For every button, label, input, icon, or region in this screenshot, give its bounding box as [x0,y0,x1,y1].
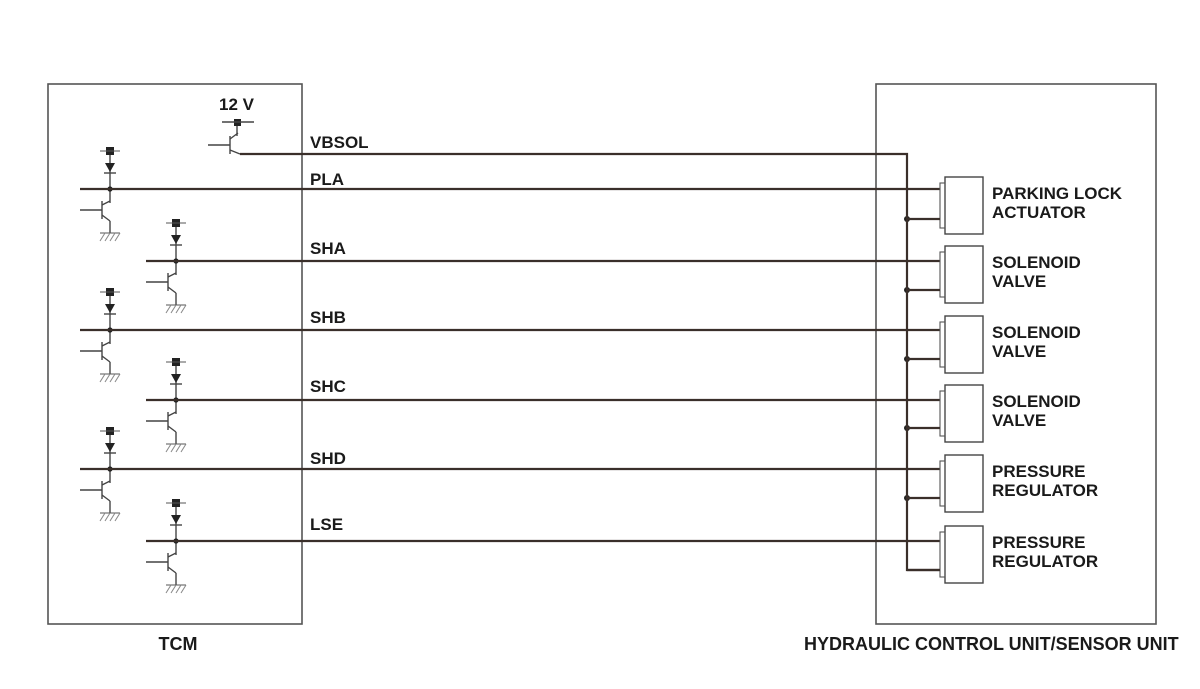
signal-label: SHA [310,239,346,258]
device-box [944,384,984,443]
signal-label: SHC [310,377,346,396]
diode-icon [105,163,115,172]
device-box [944,176,984,235]
diode-icon [171,515,181,524]
driver-transistor [80,288,121,383]
hcu-box [875,83,1157,625]
device-label-line1: PRESSURE [992,462,1086,481]
signal-label: SHD [310,449,346,468]
device-label-line2: VALVE [992,411,1046,430]
diode-icon [105,304,115,313]
device-label-line1: PRESSURE [992,533,1086,552]
vbsol-wire [240,152,940,572]
signal-label: LSE [310,515,343,534]
tcm-label: TCM [159,634,198,654]
driver-transistor [146,219,187,314]
device-label-line2: REGULATOR [992,552,1098,571]
device-label-line2: ACTUATOR [992,203,1086,222]
vbsol-label: VBSOL [310,133,369,152]
device-connector [939,460,946,507]
device-label-line1: PARKING LOCK [992,184,1123,203]
device-label-line2: REGULATOR [992,481,1098,500]
device-label-line1: SOLENOID [992,323,1081,342]
device-box [944,315,984,374]
tcm-box [47,83,303,625]
diode-icon [171,235,181,244]
device-box [944,454,984,513]
device-connector [939,531,946,578]
device-label-line1: SOLENOID [992,392,1081,411]
device-connector [939,251,946,298]
driver-transistor [146,499,187,594]
hcu-label: HYDRAULIC CONTROL UNIT/SENSOR UNIT [804,634,1179,654]
supply-transistor [208,119,254,155]
device-label-line2: VALVE [992,342,1046,361]
diode-icon [105,443,115,452]
device-box [944,245,984,304]
device-connector [939,390,946,437]
diode-icon [171,374,181,383]
device-label-line2: VALVE [992,272,1046,291]
driver-transistor [80,147,121,242]
signal-label: SHB [310,308,346,327]
driver-transistor [80,427,121,522]
device-connector [939,321,946,368]
device-box [944,525,984,584]
device-label-line1: SOLENOID [992,253,1081,272]
device-connector [939,182,946,229]
tcm-supply-label: 12 V [219,95,255,114]
driver-transistor [146,358,187,453]
signal-label: PLA [310,170,344,189]
